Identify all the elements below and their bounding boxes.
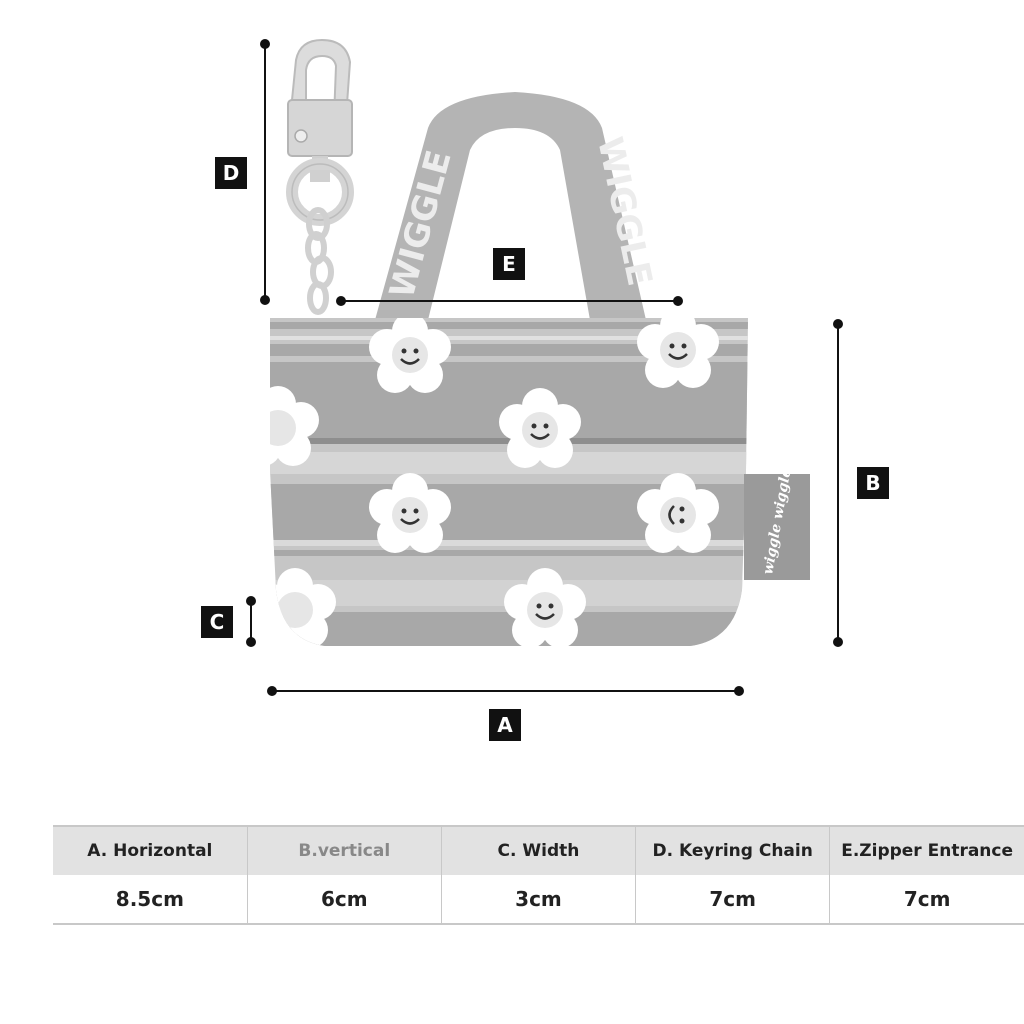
value-vertical: 6cm — [247, 875, 442, 925]
keyring-clip — [286, 38, 354, 315]
bag-dimension-diagram: WIGGLE WIGGLE — [246, 38, 843, 696]
header-keyring-chain: D. Keyring Chain — [635, 825, 831, 875]
label-c: C — [201, 606, 233, 638]
bag-body — [270, 318, 748, 646]
header-zipper-entrance: E.Zipper Entrance — [829, 825, 1024, 875]
brand-tag: wiggle wiggle — [744, 467, 810, 580]
label-d: D — [215, 157, 247, 189]
header-horizontal: A. Horizontal — [53, 825, 248, 875]
value-keyring-chain: 7cm — [635, 875, 831, 925]
label-e: E — [493, 248, 525, 280]
flower-pattern — [270, 318, 719, 646]
value-width: 3cm — [441, 875, 637, 925]
table-header-row: A. Horizontal B.vertical C. Width D. Key… — [53, 825, 1024, 875]
dimension-lines — [246, 39, 843, 696]
size-spec-table: A. Horizontal B.vertical C. Width D. Key… — [53, 825, 1024, 925]
value-horizontal: 8.5cm — [53, 875, 248, 925]
label-a: A — [489, 709, 521, 741]
table-row: 8.5cm 6cm 3cm 7cm 7cm — [53, 875, 1024, 925]
header-width: C. Width — [441, 825, 637, 875]
bag-handle: WIGGLE WIGGLE — [375, 92, 660, 320]
value-zipper-entrance: 7cm — [829, 875, 1024, 925]
label-b: B — [857, 467, 889, 499]
header-vertical: B.vertical — [247, 825, 442, 875]
